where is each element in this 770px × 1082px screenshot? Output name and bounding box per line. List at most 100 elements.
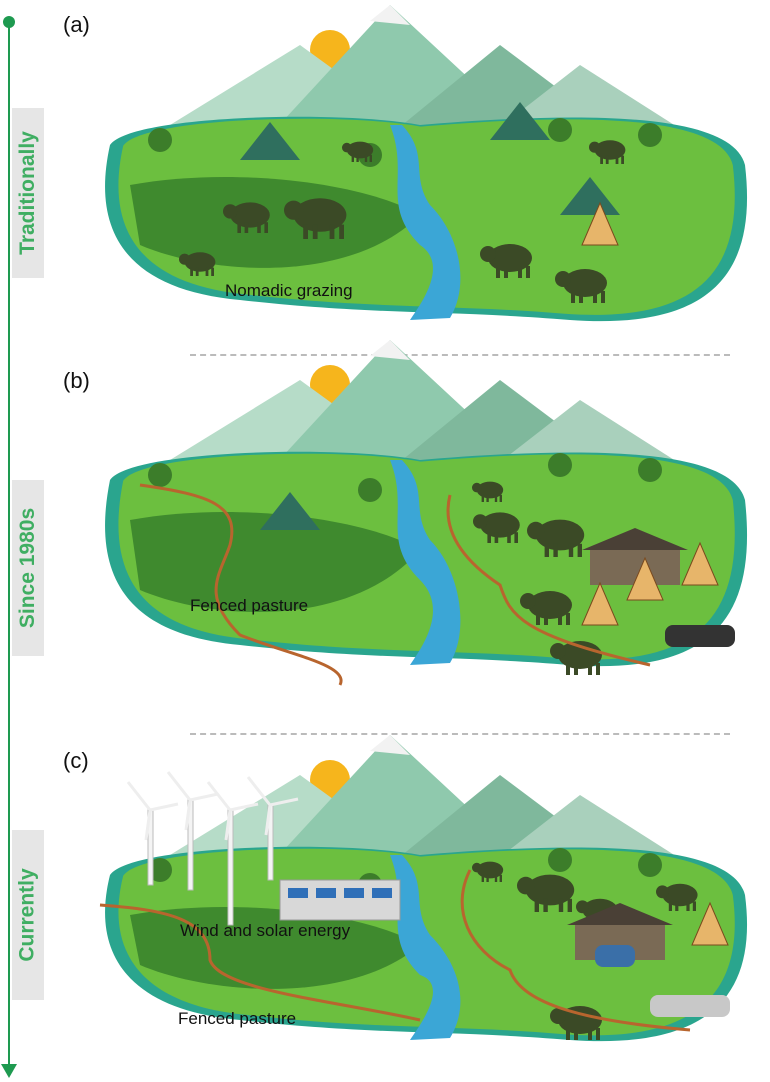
bush-icon — [548, 848, 572, 872]
dung-pile-icon — [691, 901, 729, 946]
yak-head — [550, 1008, 566, 1024]
yak-leg — [351, 154, 354, 162]
house-roof — [567, 903, 673, 925]
panel-b-illustration: Fenced pasture — [105, 340, 748, 686]
panel-letter-b: (b) — [63, 368, 90, 393]
yak-head — [589, 141, 601, 153]
dung-pile-icon — [681, 541, 719, 586]
yak-leg — [593, 291, 597, 303]
yak-leg — [536, 613, 540, 625]
yak-icon — [558, 1006, 602, 1034]
yak-head — [517, 876, 535, 895]
yak-leg — [518, 266, 522, 278]
motorcycle-icon — [665, 625, 735, 647]
yak-leg — [486, 874, 489, 882]
caption-nomadic-grazing: Nomadic grazing — [225, 281, 353, 300]
dung-pile-icon — [581, 581, 619, 626]
bush-icon — [638, 123, 662, 147]
yak-leg — [514, 532, 518, 543]
bush-icon — [638, 853, 662, 877]
yak-icon — [293, 198, 347, 232]
yak-leg — [566, 663, 570, 675]
caption-fenced-pasture: Fenced pasture — [190, 596, 308, 615]
yak-leg — [544, 543, 549, 557]
yak-leg — [574, 1028, 578, 1040]
era-text: Currently — [16, 868, 40, 962]
mountain — [490, 400, 690, 470]
yak-head — [342, 142, 352, 153]
yak-head — [480, 246, 496, 262]
caption-fenced-pasture: Fenced pasture — [178, 1009, 296, 1028]
yak-leg — [481, 494, 484, 502]
yak-leg — [481, 874, 484, 882]
yak-head — [555, 271, 571, 287]
bush-icon — [148, 858, 172, 882]
yak-leg — [577, 543, 582, 557]
yak-icon — [558, 641, 602, 669]
dark-pasture — [130, 906, 420, 989]
era-text: Traditionally — [16, 131, 40, 255]
yak-leg — [494, 532, 499, 543]
yak-leg — [195, 267, 199, 276]
dark-pasture — [130, 511, 420, 613]
turbine-blades — [166, 771, 219, 831]
house-roof — [582, 528, 688, 550]
bush-icon — [548, 453, 572, 477]
house-icon — [590, 550, 680, 585]
solar-panel-icon — [344, 888, 364, 898]
yak-leg — [558, 613, 562, 625]
tent-icon — [260, 492, 320, 530]
yak-icon — [184, 252, 216, 272]
yak-leg — [486, 494, 489, 502]
bush-icon — [638, 458, 662, 482]
panel-letter-a: (a) — [63, 12, 90, 37]
divider — [190, 733, 730, 735]
yak-leg — [566, 613, 570, 625]
divider — [190, 354, 730, 356]
yak-icon — [230, 202, 270, 228]
yak-leg — [543, 898, 548, 912]
solar-panel-icon — [288, 888, 308, 898]
yak-leg — [494, 874, 498, 882]
fence — [446, 494, 651, 667]
era-text: Since 1980s — [16, 507, 40, 629]
yak-icon — [488, 244, 532, 272]
yak-leg — [205, 267, 209, 276]
yak-leg — [579, 291, 583, 303]
yak-leg — [499, 874, 502, 882]
yak-leg — [600, 155, 603, 164]
yak-leg — [574, 663, 578, 675]
yak-leg — [356, 154, 359, 162]
yak-leg — [558, 898, 564, 912]
yak-leg — [329, 224, 335, 239]
timeline-arrow-icon — [1, 1064, 17, 1078]
panel-a-illustration: Nomadic grazing — [105, 5, 748, 322]
yak-head — [656, 885, 669, 899]
river — [390, 460, 461, 665]
yak-leg — [588, 663, 592, 675]
yak-leg — [596, 663, 600, 675]
yak-leg — [605, 155, 609, 164]
solar-plant-icon — [279, 879, 401, 921]
yak-icon — [594, 140, 626, 160]
yak-leg — [499, 494, 502, 502]
yak-icon — [476, 481, 504, 499]
yak-leg — [692, 901, 696, 911]
era-label-traditionally: Traditionally — [12, 108, 44, 278]
turbine-blades — [126, 781, 179, 841]
yak-head — [473, 514, 488, 529]
yak-icon — [480, 512, 520, 538]
yak-leg — [244, 222, 249, 233]
fence — [460, 869, 691, 1032]
yak-leg — [237, 222, 241, 233]
snow-cap — [370, 735, 410, 755]
yak-leg — [312, 224, 318, 239]
tent-icon — [240, 122, 300, 160]
timeline-line — [8, 22, 10, 1067]
solar-panel-icon — [316, 888, 336, 898]
yak-head — [223, 204, 238, 219]
yak-head — [284, 200, 304, 220]
yak-icon — [563, 269, 607, 297]
mountain — [490, 795, 690, 865]
bush-icon — [358, 478, 382, 502]
